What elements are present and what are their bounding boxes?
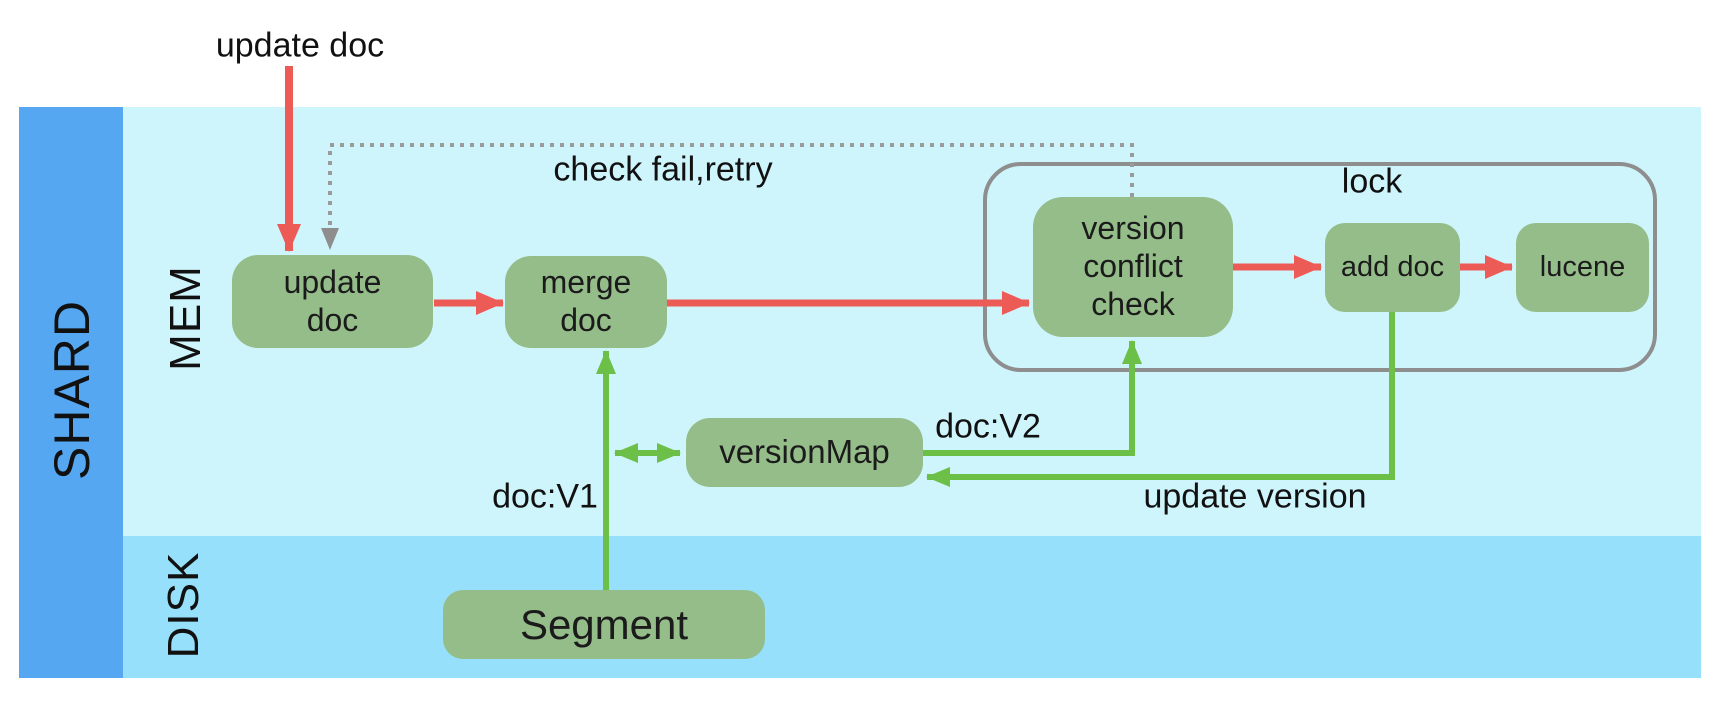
lock-label: lock xyxy=(1341,162,1403,201)
external-update-doc-label: update doc xyxy=(215,26,385,65)
node-add-doc: add doc xyxy=(1325,223,1460,312)
node-segment: Segment xyxy=(443,590,765,659)
arrow-check-fail-retry xyxy=(321,143,1134,250)
check-fail-retry-label: check fail,retry xyxy=(553,150,773,189)
node-versionmap: versionMap xyxy=(686,418,923,487)
node-add-doc-label: add doc xyxy=(1340,251,1445,284)
arrow-versionmap-to-version-check xyxy=(923,340,1142,456)
node-vcc-line3: check xyxy=(1091,285,1175,322)
node-segment-label: Segment xyxy=(519,600,689,648)
node-update-doc: update doc xyxy=(232,255,433,348)
doc-v2-label: doc:V2 xyxy=(935,407,1041,446)
arrow-add-doc-to-versionmap xyxy=(926,312,1395,487)
shard-band xyxy=(19,107,123,678)
doc-v1-label: doc:V1 xyxy=(492,477,598,516)
node-merge-doc: merge doc xyxy=(505,256,667,348)
node-merge-doc-line2: doc xyxy=(560,302,612,338)
node-vcc-line2: conflict xyxy=(1083,248,1183,285)
disk-band xyxy=(123,536,1701,678)
node-versionmap-label: versionMap xyxy=(719,433,890,471)
node-merge-doc-line1: merge xyxy=(540,264,632,301)
node-update-doc-line1: update xyxy=(283,263,382,300)
node-lucene-label: lucene xyxy=(1539,251,1626,284)
node-version-conflict-check: version conflict check xyxy=(1033,197,1233,337)
node-update-doc-line2: doc xyxy=(306,301,359,338)
node-lucene: lucene xyxy=(1516,223,1649,312)
lock-boundary-box xyxy=(983,162,1657,372)
node-vcc-line1: version xyxy=(1081,210,1185,247)
update-version-label: update version xyxy=(1143,477,1367,516)
